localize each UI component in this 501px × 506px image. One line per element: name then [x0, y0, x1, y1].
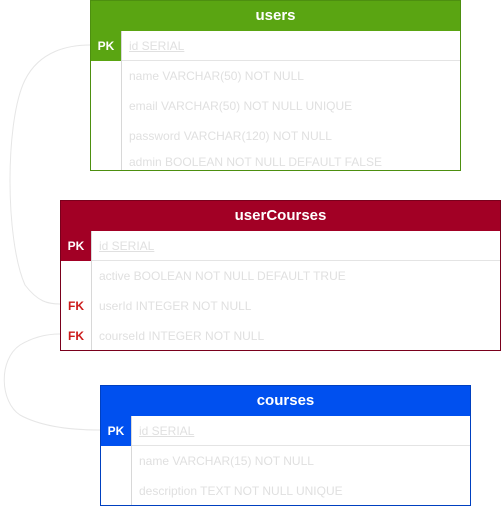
users-pk-field: id SERIAL: [129, 39, 185, 53]
courses-field-row[interactable]: description TEXT NOT NULL UNIQUE: [101, 476, 470, 505]
table-usercourses[interactable]: userCourses PK id SERIAL active BOOLEAN …: [60, 200, 501, 351]
fk-label: FK: [68, 329, 84, 343]
usercourses-pk-field: id SERIAL: [99, 239, 155, 253]
field-name: name VARCHAR(15) NOT NULL: [139, 454, 314, 468]
field-userid: userId INTEGER NOT NULL: [99, 299, 252, 313]
usercourses-pk-row[interactable]: PK id SERIAL: [61, 231, 500, 261]
pk-label: PK: [61, 231, 91, 261]
table-courses[interactable]: courses PK id SERIAL name VARCHAR(15) NO…: [100, 385, 471, 506]
key-column-divider: [131, 416, 132, 505]
table-users-header: users: [91, 1, 460, 31]
field-active: active BOOLEAN NOT NULL DEFAULT TRUE: [99, 269, 346, 283]
field-description: description TEXT NOT NULL UNIQUE: [139, 484, 343, 498]
users-pk-row[interactable]: PK id SERIAL: [91, 31, 460, 61]
field-name: name VARCHAR(50) NOT NULL: [129, 69, 304, 83]
key-column-divider: [91, 231, 92, 350]
courses-field-row[interactable]: name VARCHAR(15) NOT NULL: [101, 446, 470, 476]
table-users[interactable]: users PK id SERIAL name VARCHAR(50) NOT …: [90, 0, 461, 171]
pk-label: PK: [91, 31, 121, 61]
courses-pk-row[interactable]: PK id SERIAL: [101, 416, 470, 446]
table-usercourses-header: userCourses: [61, 201, 500, 231]
key-column-divider: [121, 31, 122, 170]
fk-label: FK: [68, 299, 84, 313]
users-field-row[interactable]: email VARCHAR(50) NOT NULL UNIQUE: [91, 91, 460, 121]
usercourses-field-row[interactable]: active BOOLEAN NOT NULL DEFAULT TRUE: [61, 261, 500, 291]
field-email: email VARCHAR(50) NOT NULL UNIQUE: [129, 99, 353, 113]
users-field-row[interactable]: name VARCHAR(50) NOT NULL: [91, 61, 460, 91]
users-field-row[interactable]: password VARCHAR(120) NOT NULL: [91, 121, 460, 151]
pk-label: PK: [101, 416, 131, 446]
usercourses-fk-row-courseid[interactable]: FK courseId INTEGER NOT NULL: [61, 321, 500, 350]
field-courseid: courseId INTEGER NOT NULL: [99, 329, 265, 343]
courses-pk-field: id SERIAL: [139, 424, 195, 438]
table-courses-header: courses: [101, 386, 470, 416]
users-field-row[interactable]: admin BOOLEAN NOT NULL DEFAULT FALSE: [91, 151, 460, 170]
field-admin: admin BOOLEAN NOT NULL DEFAULT FALSE: [129, 155, 382, 169]
usercourses-fk-row-userid[interactable]: FK userId INTEGER NOT NULL: [61, 291, 500, 321]
field-password: password VARCHAR(120) NOT NULL: [129, 129, 332, 143]
